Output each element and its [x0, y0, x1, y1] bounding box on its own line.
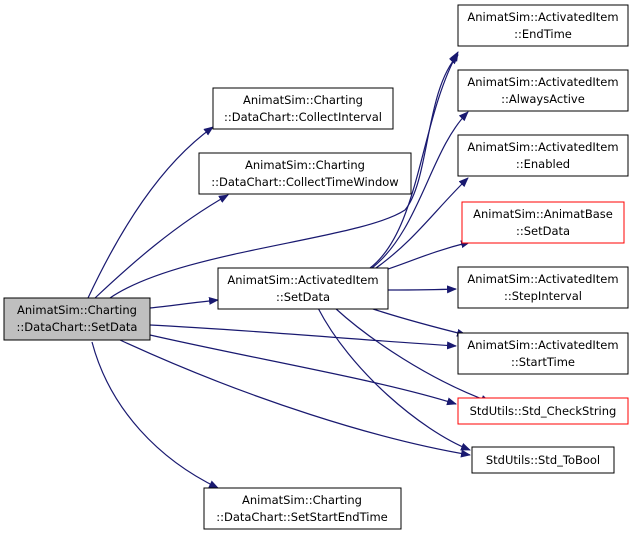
node-collect-interval-line1: AnimatSim::Charting — [243, 93, 363, 107]
node-start-time-line1: AnimatSim::ActivatedItem — [467, 338, 618, 352]
node-root-line1: AnimatSim::Charting — [17, 303, 137, 317]
node-std-tobool[interactable]: StdUtils::Std_ToBool — [471, 446, 615, 474]
node-enabled[interactable]: AnimatSim::ActivatedItem ::Enabled — [457, 134, 629, 177]
edge-root-to-activated-setdata — [149, 296, 219, 309]
edge-activated-to-step-interval — [387, 285, 457, 294]
nodes: AnimatSim::Charting ::DataChart::SetData… — [3, 4, 629, 530]
edge-activated-to-animatbase-setdata — [384, 240, 471, 271]
edge-activated-to-start-time — [369, 307, 467, 337]
edge-root-to-collect-time-window — [94, 194, 229, 299]
node-std-checkstring[interactable]: StdUtils::Std_CheckString — [457, 397, 629, 425]
node-root-line2: ::DataChart::SetData — [17, 320, 138, 334]
edge-root-to-set-start-end-time — [91, 341, 219, 489]
edge-root-to-start-time — [149, 324, 457, 350]
node-start-time[interactable]: AnimatSim::ActivatedItem ::StartTime — [457, 332, 629, 375]
node-std-tobool-label: StdUtils::Std_ToBool — [486, 453, 600, 467]
node-animatbase-setdata-line2: ::SetData — [516, 224, 570, 238]
edge-root-to-std-checkstring — [149, 334, 457, 406]
node-std-checkstring-label: StdUtils::Std_CheckString — [470, 404, 617, 418]
edge-activated-to-always-active — [371, 111, 469, 269]
node-set-start-end-time-line1: AnimatSim::Charting — [242, 493, 362, 507]
node-end-time-line2: ::EndTime — [514, 27, 572, 41]
edge-root-to-collect-interval — [87, 126, 214, 299]
node-collect-time-window[interactable]: AnimatSim::Charting ::DataChart::Collect… — [198, 152, 412, 195]
node-step-interval-line1: AnimatSim::ActivatedItem — [467, 272, 618, 286]
node-collect-interval-line2: ::DataChart::CollectInterval — [224, 110, 382, 124]
node-step-interval-line2: ::StepInterval — [504, 289, 582, 303]
edge-activated-to-std-tobool — [317, 307, 471, 451]
node-set-start-end-time[interactable]: AnimatSim::Charting ::DataChart::SetStar… — [203, 487, 402, 530]
node-activated-setdata-line2: ::SetData — [276, 290, 330, 304]
edge-activated-to-enabled — [375, 177, 469, 269]
node-set-start-end-time-line2: ::DataChart::SetStartEndTime — [216, 510, 388, 524]
node-root[interactable]: AnimatSim::Charting ::DataChart::SetData — [3, 297, 151, 341]
node-enabled-line1: AnimatSim::ActivatedItem — [467, 140, 618, 154]
node-enabled-line2: ::Enabled — [516, 157, 570, 171]
edges — [87, 51, 491, 489]
node-always-active[interactable]: AnimatSim::ActivatedItem ::AlwaysActive — [457, 69, 629, 112]
node-step-interval[interactable]: AnimatSim::ActivatedItem ::StepInterval — [457, 266, 629, 309]
node-end-time-line1: AnimatSim::ActivatedItem — [467, 10, 618, 24]
node-activated-setdata[interactable]: AnimatSim::ActivatedItem ::SetData — [217, 267, 389, 310]
node-start-time-line2: ::StartTime — [511, 355, 575, 369]
node-collect-interval[interactable]: AnimatSim::Charting ::DataChart::Collect… — [212, 87, 394, 130]
node-always-active-line2: ::AlwaysActive — [501, 92, 585, 106]
node-end-time[interactable]: AnimatSim::ActivatedItem ::EndTime — [457, 4, 629, 47]
edge-root-to-end-time — [109, 54, 459, 299]
node-animatbase-setdata[interactable]: AnimatSim::AnimatBase ::SetData — [461, 201, 625, 244]
node-collect-time-window-line1: AnimatSim::Charting — [245, 158, 365, 172]
edge-activated-to-std-checkstring — [334, 307, 491, 403]
node-always-active-line1: AnimatSim::ActivatedItem — [467, 75, 618, 89]
edge-activated-to-end-time — [369, 51, 459, 269]
node-animatbase-setdata-line1: AnimatSim::AnimatBase — [473, 207, 613, 221]
edge-root-to-std-tobool — [119, 339, 471, 458]
node-collect-time-window-line2: ::DataChart::CollectTimeWindow — [211, 175, 398, 189]
node-activated-setdata-line1: AnimatSim::ActivatedItem — [227, 273, 378, 287]
